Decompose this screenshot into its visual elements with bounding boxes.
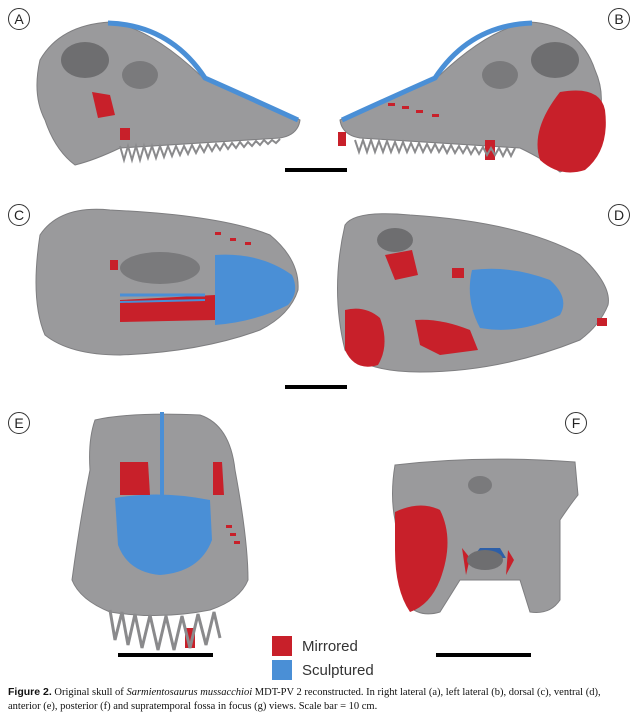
mirrored-label: Mirrored	[302, 637, 358, 655]
figure-caption: Figure 2. Original skull of Sarmientosau…	[8, 685, 633, 714]
panel-label-b: B	[608, 8, 630, 30]
scale-bar-a	[285, 168, 347, 172]
panel-label-c: C	[8, 204, 30, 226]
scale-bar-e	[118, 653, 213, 657]
skull-left-lateral	[338, 20, 606, 173]
scale-bar-c	[285, 385, 347, 389]
mirrored-swatch	[272, 636, 292, 656]
sculptured-swatch	[272, 660, 292, 680]
figure: A B C D E F Mirrored Sculptured	[8, 8, 630, 680]
skull-dorsal	[35, 208, 299, 356]
panel-label-d: D	[608, 204, 630, 226]
panel-label-f: F	[565, 412, 587, 434]
caption-label: Figure 2.	[8, 686, 52, 698]
skull-anterior	[71, 412, 249, 651]
panel-label-e: E	[8, 412, 30, 434]
caption-text-after: MDT-PV 2 reconstructed. In right lateral…	[8, 687, 601, 712]
skull-illustrations	[35, 20, 609, 657]
skull-posterior	[392, 458, 579, 615]
skull-right-lateral	[36, 20, 301, 166]
sculptured-label: Sculptured	[302, 661, 374, 679]
scale-bar-f	[436, 653, 531, 657]
skull-ventral	[337, 213, 609, 373]
caption-text-before: Original skull of	[51, 687, 127, 698]
panel-label-a: A	[8, 8, 30, 30]
legend-sculptured: Sculptured	[272, 660, 374, 680]
caption-species: Sarmientosaurus mussacchioi	[126, 687, 253, 698]
legend-mirrored: Mirrored	[272, 636, 358, 656]
